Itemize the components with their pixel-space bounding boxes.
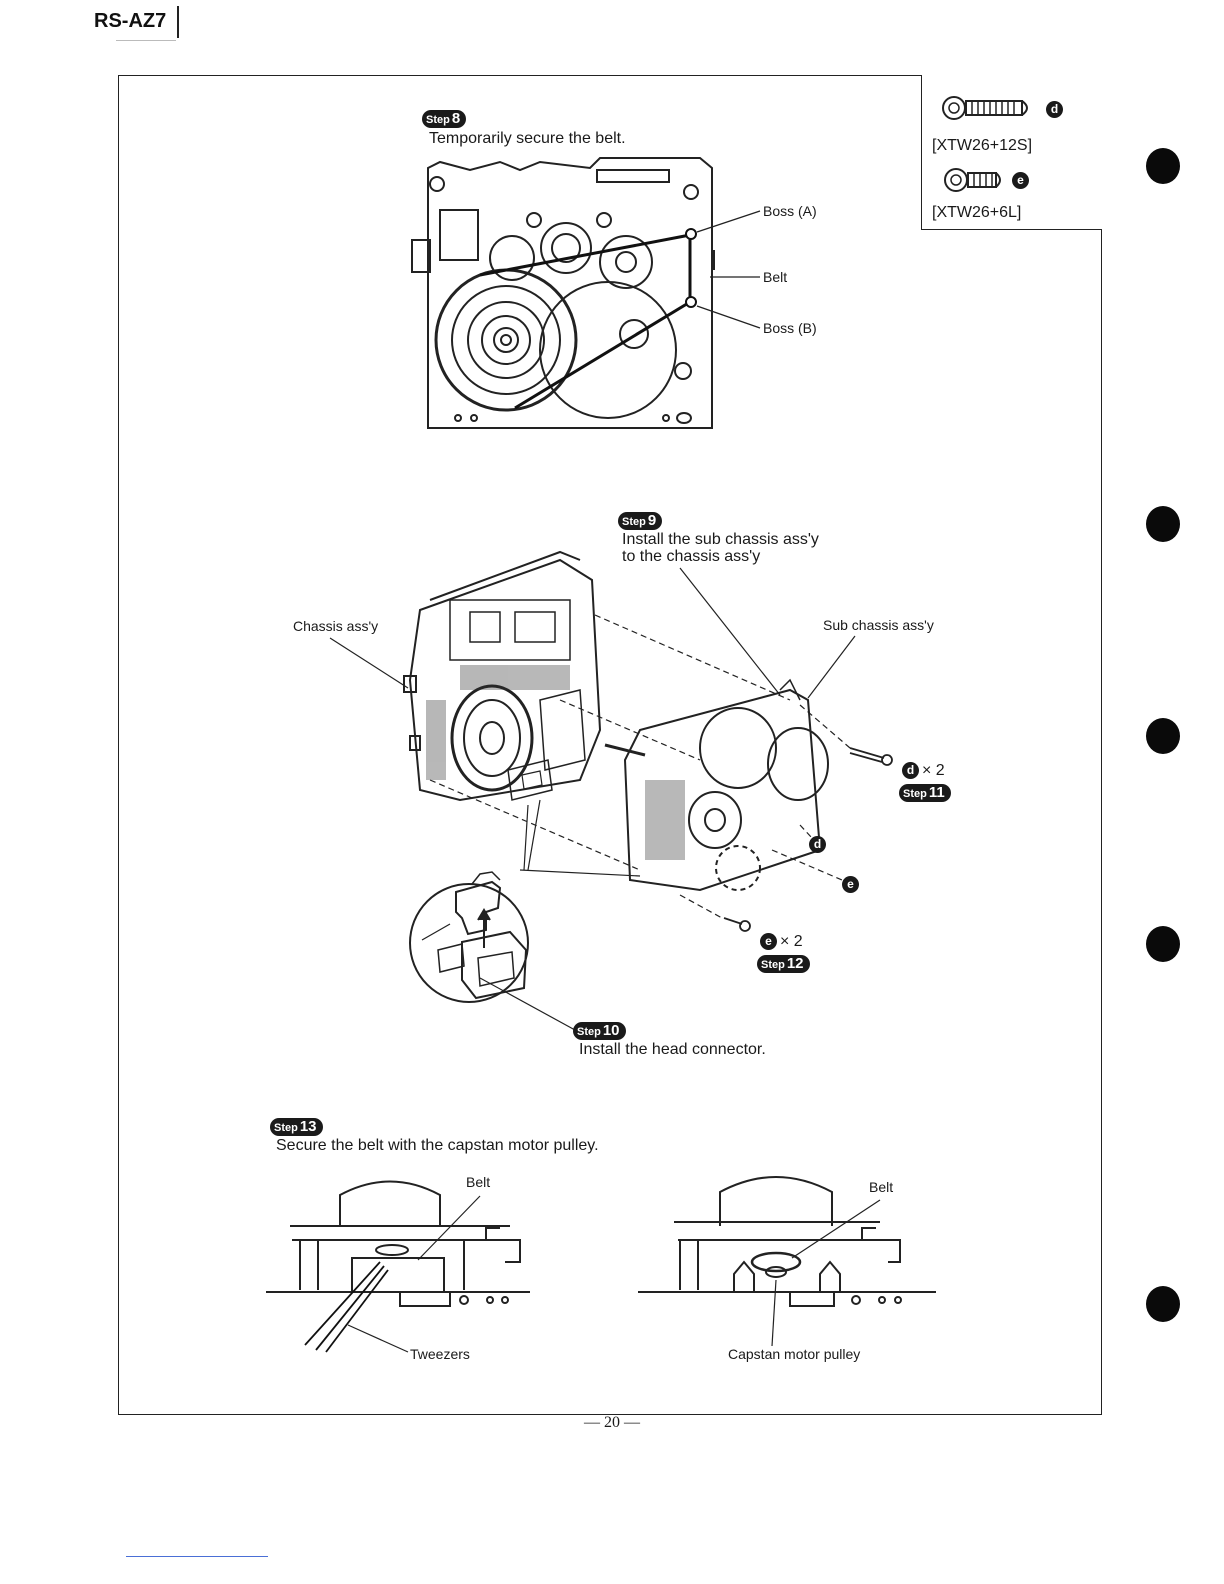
- label-boss-b: Boss (B): [763, 320, 817, 336]
- label-capstan-motor-pulley: Capstan motor pulley: [728, 1346, 861, 1362]
- binder-hole-2: [1146, 506, 1180, 542]
- label-chassis-assy: Chassis ass'y: [293, 618, 379, 634]
- label-boss-a: Boss (A): [763, 203, 817, 219]
- label-belt-step8: Belt: [763, 269, 788, 285]
- screw-d-icon: [942, 96, 1028, 120]
- screw-d-position-mark: d: [809, 836, 826, 853]
- screw-e-mark: e: [1012, 172, 1029, 189]
- binder-hole-5: [1146, 1286, 1180, 1322]
- label-tweezers: Tweezers: [410, 1346, 470, 1362]
- step-13-text: Secure the belt with the capstan motor p…: [276, 1137, 599, 1154]
- header-underline: [116, 40, 176, 41]
- diagram-frame: [118, 75, 1102, 1415]
- screw-e-code: [XTW26+6L]: [932, 204, 1022, 221]
- head-connector-detail: [409, 871, 529, 1003]
- screw-e-mark-step9: e: [760, 933, 777, 950]
- screw-e-position-mark: e: [842, 876, 859, 893]
- label-sub-chassis-assy: Sub chassis ass'y: [823, 617, 934, 633]
- screw-e-quantity: × 2: [780, 933, 803, 950]
- screw-d-quantity: × 2: [922, 762, 945, 779]
- binder-hole-3: [1146, 718, 1180, 754]
- page-number: — 20 —: [584, 1414, 640, 1431]
- header-divider: [177, 6, 179, 38]
- binder-hole-4: [1146, 926, 1180, 962]
- label-belt-left: Belt: [466, 1174, 491, 1190]
- model-number: RS-AZ7: [94, 10, 167, 32]
- screw-d-mark-step9: d: [902, 762, 919, 779]
- step-8-text: Temporarily secure the belt.: [429, 130, 626, 147]
- step-10-text: Install the head connector.: [579, 1041, 766, 1058]
- step-9-text-line1: Install the sub chassis ass'y: [622, 531, 819, 548]
- binder-hole-1: [1146, 148, 1180, 184]
- screw-d-mark: d: [1046, 101, 1063, 118]
- step-9-text-line2: to the chassis ass'y: [622, 548, 761, 565]
- footer-rule: [126, 1556, 268, 1557]
- screw-e-icon: [944, 168, 1001, 192]
- screw-d-code: [XTW26+12S]: [932, 137, 1033, 154]
- label-belt-right: Belt: [869, 1179, 894, 1195]
